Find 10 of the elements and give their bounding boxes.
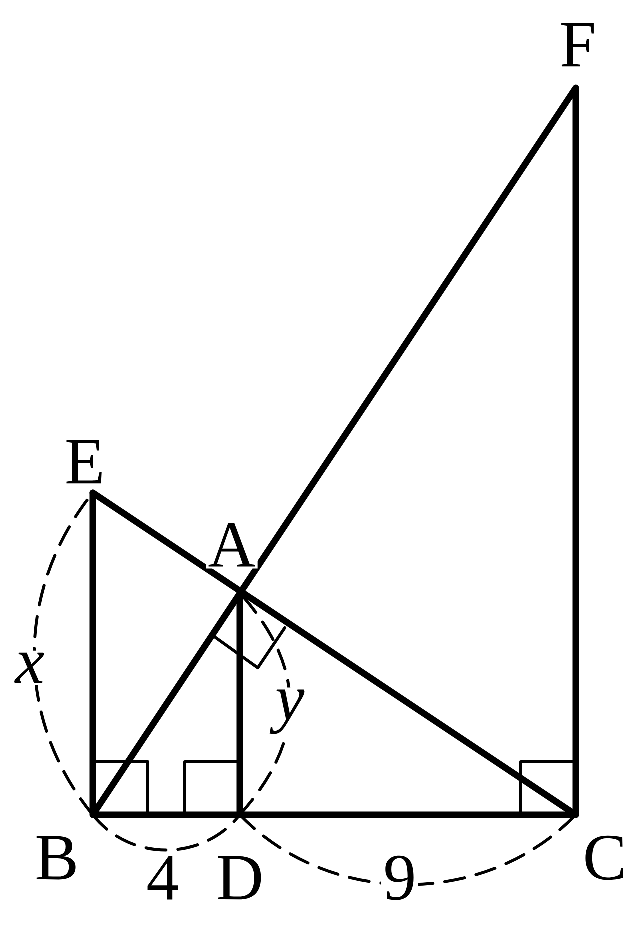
length-label: y — [270, 688, 307, 736]
length-label: 4 — [144, 854, 182, 902]
vertex-label: E — [62, 438, 108, 486]
vertex-label: D — [214, 854, 266, 902]
vertex-label: B — [33, 834, 82, 882]
vertex-label: F — [558, 21, 598, 69]
length-label: 9 — [382, 854, 418, 902]
vertex-label: C — [581, 834, 630, 882]
length-label: x — [13, 650, 47, 686]
vertex-label: A — [206, 521, 258, 569]
